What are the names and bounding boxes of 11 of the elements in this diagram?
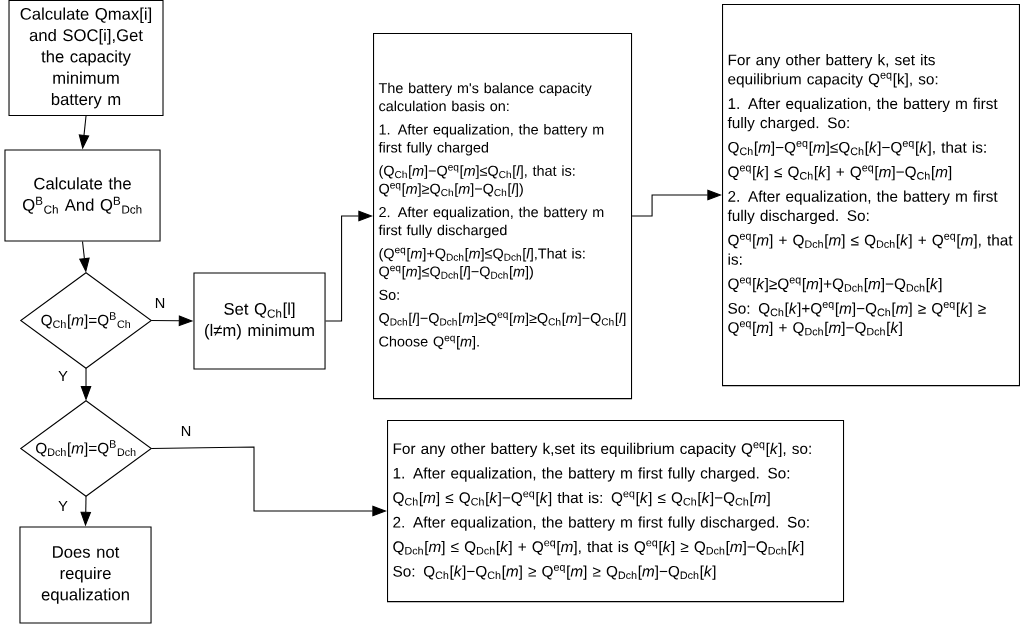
text-box: For any other battery k,set its equilibrium capacity Q$^{eq}$[k], so: 1. After equalization, the battery m first fully charged. So: Q$_{Ch}$[m] ≤ Q$_{Ch}$[k]−Q$^{eq}$[k] that is: Q$^{eq}$[k] ≤ Q$_{Ch}$[k]−Q$_{Ch}$[m] 2. After equalization, the battery m first fully discharged. So: Q$_{Dch}$[m] ≤ Q$_{Dch}$[k] + Q$^{eq}$[m], that is Q$^{eq}$[k] ≥ Q$_{Dch}$[m]−Q$_{Dch}$[k] So: Q$_{Ch}$[k]−Q$_{Ch}$[m] ≥ Q$^{eq}$[m] ≥ Q$_{Dch}$[m]−Q$_{Dch}$[k] xyxy=(387,420,845,603)
process-box: Set Q$_{Ch}$[l] (l≠m) minimum xyxy=(193,272,326,370)
process-box: Calculate Qmax[i] and SOC[i],Get the capacity minimum battery m xyxy=(8,0,164,116)
text-box: For any other battery k, set its equilibrium capacity Q$^{eq}$[k], so: 1. After equalization, the battery m first fully charged. So: Q$_{Ch}$[m]−Q$^{eq}$[m]≤Q$_{Ch}$[k]−Q$^{eq}$[k], that is: Q$^{eq}$[k] ≤ Q$_{Ch}$[k] + Q$^{eq}$[m]−Q$_{Ch}$[m] 2. After equalization, the battery m first fully discharged. So: Q$^{eq}$[m] + Q$_{Dch}$[m] ≤ Q$_{Dch}$[k] + Q$^{eq}$[m], that is: Q$^{eq}$[k]≥Q$^{eq}$[m]+Q$_{Dch}$[m]−Q$_{Dch}$[k] So: Q$_{Ch}$[k]+Q$^{eq}$[m]−Q$_{Ch}$[m] ≥ Q$^{eq}$[k] ≥ Q$^{eq}$[m] + Q$_{Dch}$[m]−Q$_{Dch}$[k] xyxy=(722,4,1020,387)
edge-label: Y xyxy=(56,369,70,383)
edge-label: Y xyxy=(56,499,70,513)
process-box: Does not require equalization xyxy=(19,526,152,624)
edge-label: N xyxy=(153,296,167,310)
process-box: Calculate the Q$^{B}$$_{Ch}$ And Q$^{B}$Dch xyxy=(4,149,161,242)
text-box: The battery m's balance capacity calculation basis on: 1. After equalization, the battery m first fully charged (Q$_{Ch}$[m]−Q$^{eq}$[m]≤Q$_{Ch}$[l], that is: Q$^{eq}$[m]≥Q$_{Ch}$[m]−Q$_{Ch}$[l]) 2. After equalization, the battery m first fully discharged (Q$^{eq}$[m]+Q$_{Dch}$[m]≤Q$_{Dch}$[l],That is: Q$^{eq}$[m]≤Q$_{Dch}$[l]−Q$_{Dch}$[m]) So: Q$_{Dch}$[l]−Q$_{Dch}$[m]≥Q$^{eq}$[m]≥Q$_{Ch}$[m]−Q$_{Ch}$[l] Choose Q$^{eq}$[m]. xyxy=(373,33,633,400)
edge-label: N xyxy=(179,424,193,438)
